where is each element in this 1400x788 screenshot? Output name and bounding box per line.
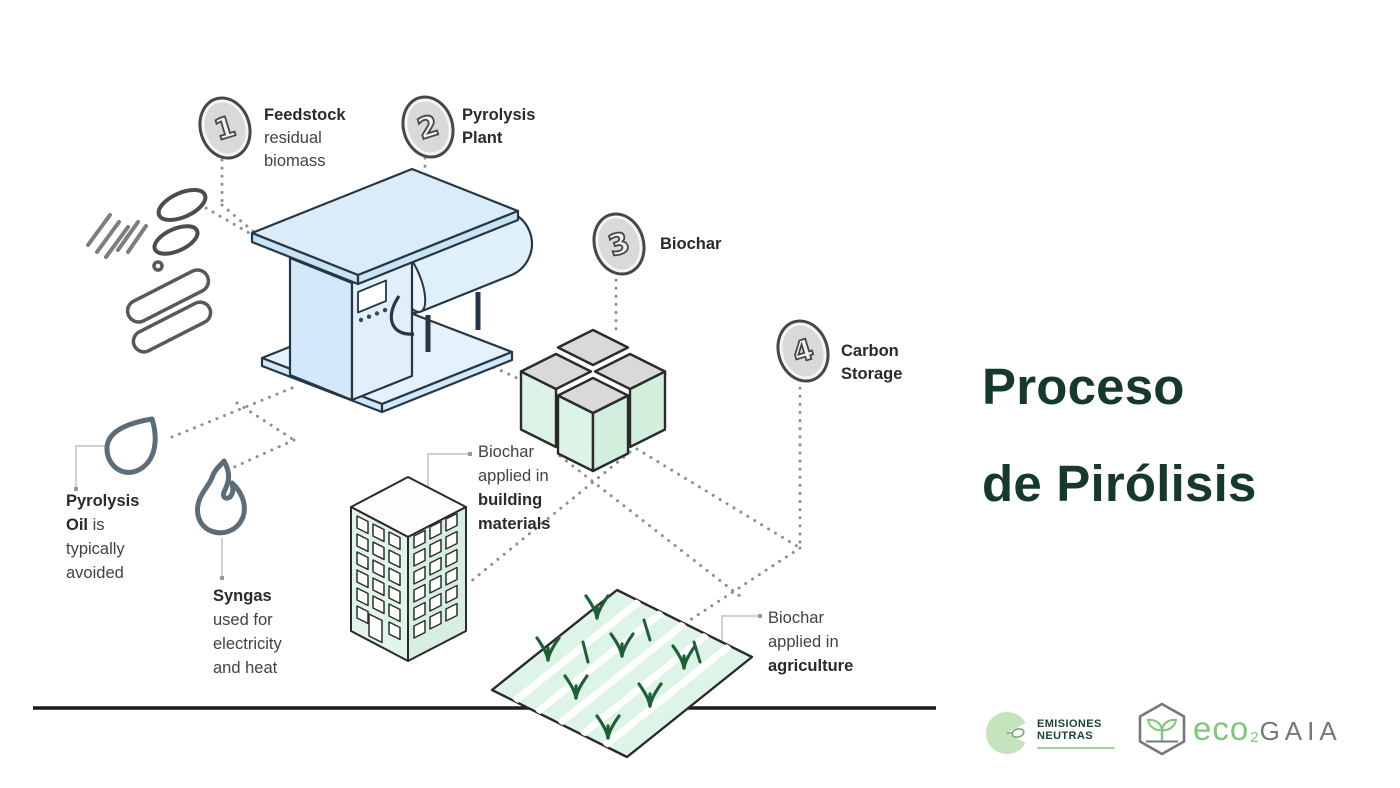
emisiones-logo-line1: EMISIONES [1037, 717, 1102, 730]
ecogaia-logo-gaia: GAIA [1259, 716, 1342, 746]
ecogaia-hexagon-plant-icon [1138, 702, 1186, 756]
label-connector-dots [74, 452, 762, 618]
dotted-connectors [170, 156, 802, 622]
step-label-carbon-storage: Carbon Storage [841, 342, 903, 383]
emisiones-logo-line2: NEUTRAS [1037, 730, 1093, 742]
pyrolysis-diagram-art [33, 156, 936, 759]
step-label-biochar: Biochar [660, 235, 722, 253]
field-icon [490, 588, 754, 759]
note-biochar-building: Biochar applied in building materials [478, 443, 551, 533]
emisiones-neutras-icon [985, 712, 1026, 754]
biochar-cubes-icon [519, 328, 667, 473]
building-door [368, 613, 383, 644]
note-biochar-agriculture: Biochar applied in agriculture [768, 609, 854, 675]
emisiones-neutras-logo: EMISIONES NEUTRAS [984, 706, 1115, 760]
leaves-icon [152, 188, 208, 256]
logs-icon [125, 260, 213, 354]
ecogaia-logo-sub2: 2 [1250, 729, 1259, 746]
note-pyrolysis-oil: Pyrolysis Oil is typically avoided [66, 492, 140, 582]
building-icon [350, 476, 467, 662]
flame-icon [195, 458, 247, 536]
ecogaia-logo-eco: eco [1193, 710, 1250, 747]
pyrolysis-plant-icon [250, 167, 534, 414]
page-title: Proceso de Pirólisis [982, 338, 1392, 532]
ecogaia-logo: eco 2 GAIA [1136, 700, 1342, 758]
page-title-line1: Proceso [982, 358, 1185, 415]
step-label-pyrolysis-plant: Pyrolysis Plant [462, 106, 536, 147]
oil-drop-icon [104, 416, 158, 475]
note-syngas: Syngas used for electricity and heat [213, 587, 282, 677]
emisiones-tagline-bar [1037, 746, 1115, 749]
grass-icon [86, 213, 148, 259]
page-title-line2: de Pirólisis [982, 455, 1257, 512]
